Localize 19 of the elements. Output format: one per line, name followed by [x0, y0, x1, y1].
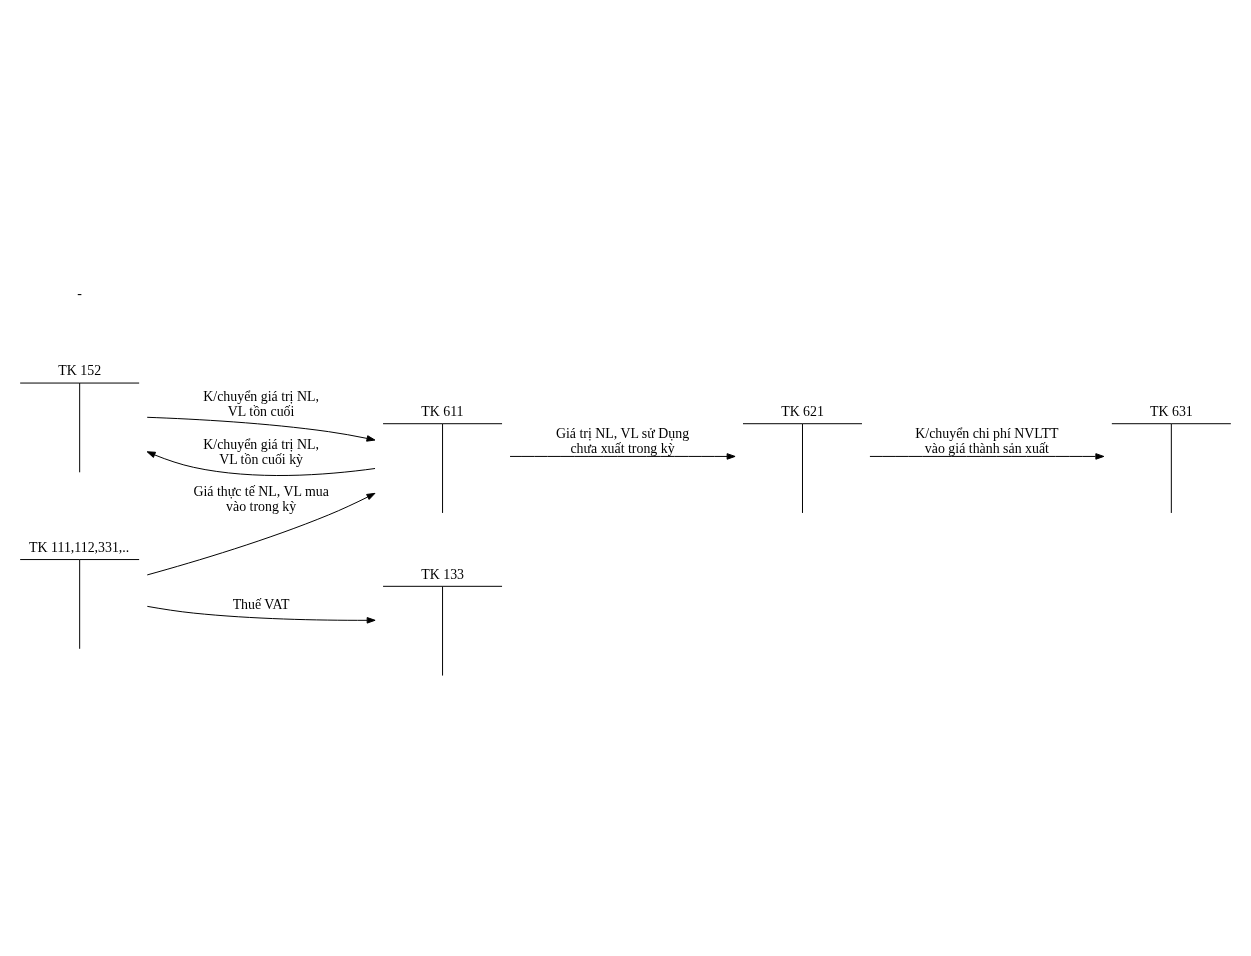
arrow: [509, 453, 736, 460]
arrow: [146, 416, 376, 442]
node-text: TK 611: [421, 403, 464, 419]
node-text: TK 152: [58, 363, 102, 379]
node-text: TK 133: [421, 566, 465, 582]
edge-label: Thuế VAT: [232, 597, 290, 613]
node-text: TK 111,112,331,..: [29, 539, 130, 555]
label: -: [77, 286, 82, 302]
edge-label: K/chuyển giá trị NL, VL tồn cuối: [203, 389, 319, 419]
node-text: TK 631: [1150, 403, 1193, 419]
node-text: TK 621: [781, 403, 824, 419]
edge-label: K/chuyển giá trị NL, VL tồn cuối kỳ: [203, 436, 319, 467]
arrow: [146, 451, 376, 476]
arrow: [146, 492, 376, 576]
edge-label: Giá trị NL, VL sử Dụng chưa xuất trong kỳ: [555, 425, 690, 456]
edge-label: K/chuyển chi phí NVLTT vào giá thành sản xuất: [915, 425, 1059, 456]
arrow: [146, 605, 376, 624]
edge-label: Giá thực tế NL, VL mua vào trong kỳ: [193, 484, 329, 515]
arrow: [869, 453, 1105, 460]
